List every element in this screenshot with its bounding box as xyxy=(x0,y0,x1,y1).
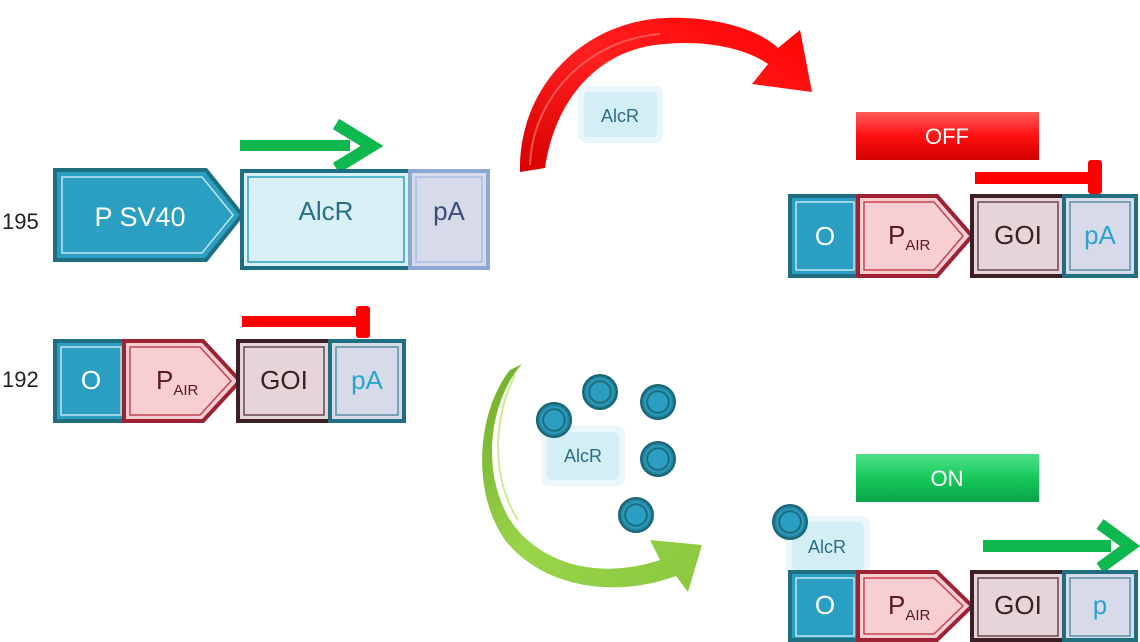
red-curved-arrow-icon xyxy=(519,17,812,172)
on-banner: ON xyxy=(856,454,1039,502)
on-goi-label: GOI xyxy=(994,590,1042,620)
polya-label: pA xyxy=(351,365,383,395)
construct-192: O PAIR GOI pA xyxy=(53,306,406,423)
repression-bar-icon xyxy=(242,306,370,338)
on-protein-label: AlcR xyxy=(808,537,846,557)
promoter-sv40: P SV40 xyxy=(53,168,245,262)
row-label-195: 195 xyxy=(2,209,39,234)
goi-element: GOI xyxy=(236,339,332,423)
off-polya-label: pA xyxy=(1084,220,1116,250)
svg-text:PAIR: PAIR xyxy=(888,220,931,254)
svg-text:PAIR: PAIR xyxy=(156,365,199,399)
polya-element: pA xyxy=(408,169,490,270)
inducer-ball-icon xyxy=(640,441,676,477)
off-promoter-sub: AIR xyxy=(905,237,930,254)
operator-label: O xyxy=(81,365,101,395)
gene-label: AlcR xyxy=(299,196,354,226)
green-curved-arrow-icon xyxy=(482,364,702,592)
expression-arrow-icon xyxy=(240,118,384,174)
goi-label: GOI xyxy=(260,365,308,395)
promoter-label-sub: AIR xyxy=(173,382,198,399)
protein-label: AlcR xyxy=(601,106,639,126)
on-polya-label: p xyxy=(1093,590,1107,620)
inducer-ball-icon xyxy=(582,374,618,410)
on-promoter-sub: AIR xyxy=(905,607,930,624)
alcr-protein-bound: AlcR xyxy=(786,516,870,576)
expression-arrow-icon xyxy=(983,519,1140,573)
svg-text:PAIR: PAIR xyxy=(888,590,931,624)
protein-label: AlcR xyxy=(564,446,602,466)
inducer-ball-icon xyxy=(772,504,808,540)
on-banner-label: ON xyxy=(931,466,964,491)
off-state: OFF O PAIR GOI pA xyxy=(788,112,1138,278)
off-operator-label: O xyxy=(815,221,835,251)
on-state: ON AlcR O PAIR GOI p xyxy=(772,454,1140,642)
polya-label: pA xyxy=(433,196,465,226)
off-promoter-main: P xyxy=(888,220,905,250)
row-label-192: 192 xyxy=(2,367,39,392)
repression-bar-icon xyxy=(975,160,1102,194)
on-operator-label: O xyxy=(815,590,835,620)
alcr-protein-top: AlcR xyxy=(578,86,663,143)
off-banner-label: OFF xyxy=(925,124,969,149)
construct-195: P SV40 AlcR pA xyxy=(53,118,490,270)
off-goi-label: GOI xyxy=(994,220,1042,250)
on-promoter-main: P xyxy=(888,590,905,620)
inducer-ball-icon xyxy=(536,402,572,438)
polya-element: pA xyxy=(328,339,406,423)
promoter-label-main: P xyxy=(156,365,173,395)
off-banner: OFF xyxy=(856,112,1039,160)
promoter-pair: PAIR xyxy=(122,339,243,423)
operator-element: O xyxy=(53,339,129,423)
gene-alcr: AlcR xyxy=(240,169,412,270)
inducer-ball-icon xyxy=(618,497,654,533)
promoter-label: P SV40 xyxy=(94,202,185,232)
alcr-protein-middle: AlcR xyxy=(541,426,625,486)
inducer-ball-icon xyxy=(640,384,676,420)
